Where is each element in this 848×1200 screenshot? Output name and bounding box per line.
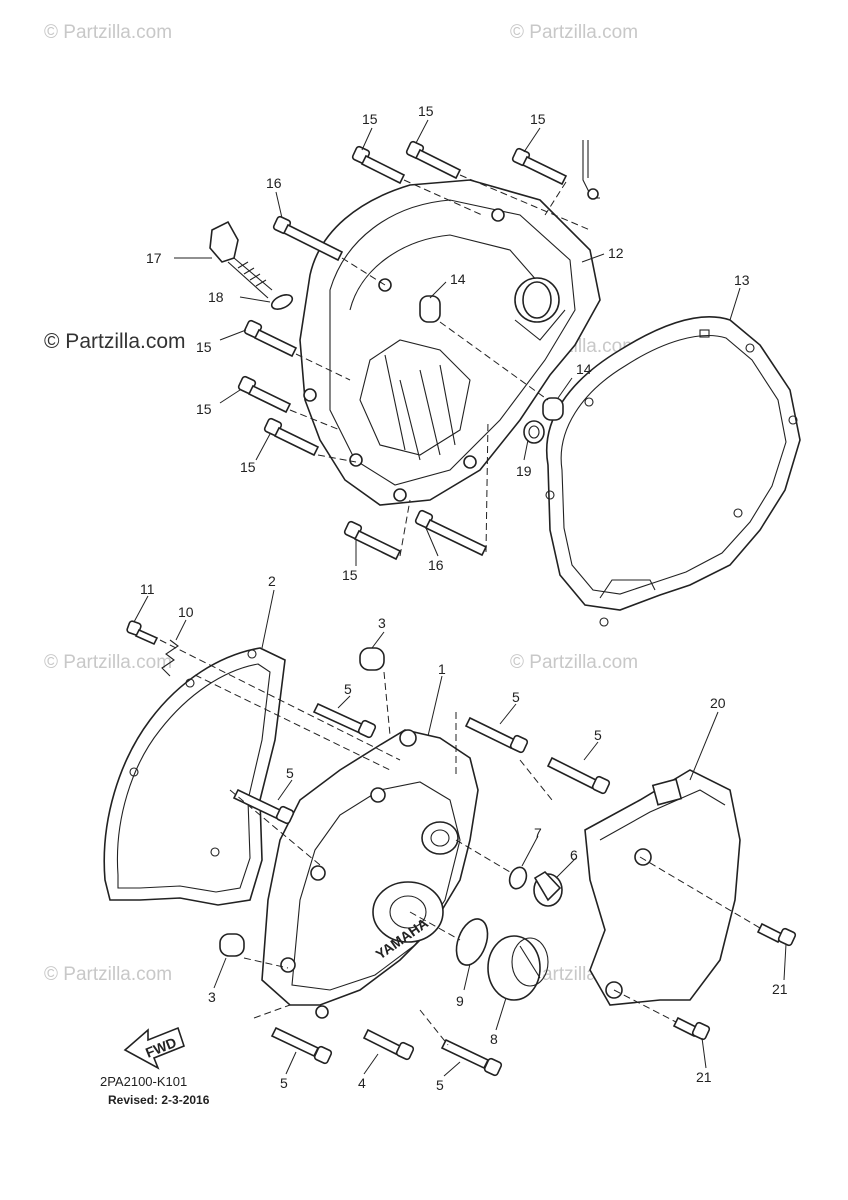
bolt-15-f <box>263 417 320 457</box>
callout-18: 18 <box>208 289 224 305</box>
callout-4: 4 <box>358 1075 366 1091</box>
fwd-arrow-icon: FWD <box>123 1026 185 1070</box>
callout-3: 3 <box>208 989 216 1005</box>
callout-5: 5 <box>286 765 294 781</box>
o-ring-7 <box>508 866 528 890</box>
callout-12: 12 <box>608 245 624 261</box>
revision-date: Revised: 2-3-2016 <box>108 1093 210 1107</box>
bolt-16-b <box>414 509 488 557</box>
callout-9: 9 <box>456 993 464 1009</box>
dowel-3-upper <box>359 647 385 671</box>
bolts-upper <box>237 140 600 561</box>
watermark-top-right: © Partzilla.com <box>510 22 638 43</box>
callout-21: 21 <box>772 981 788 997</box>
callout-15: 15 <box>196 401 212 417</box>
watermark-overlay: © Partzilla.com <box>44 330 186 353</box>
plug-8 <box>487 935 549 1001</box>
callout-15: 15 <box>362 111 378 127</box>
diagram-code: 2PA2100-K101 <box>100 1074 188 1089</box>
callout-11: 11 <box>140 581 155 597</box>
clip-10 <box>161 639 179 677</box>
crankcase-cover-1: YAMAHA <box>261 729 479 1019</box>
watermark-bottom-left: © Partzilla.com <box>44 964 172 985</box>
bolt-5-a <box>312 702 377 739</box>
watermark-lower-left: © Partzilla.com <box>44 652 172 673</box>
callout-14: 14 <box>576 361 592 377</box>
bolt-15-g <box>343 520 402 561</box>
callout-5: 5 <box>436 1077 444 1093</box>
callout-7: 7 <box>534 825 542 841</box>
callout-5: 5 <box>344 681 352 697</box>
gasket-2 <box>103 647 286 906</box>
bolt-15-c <box>511 147 568 186</box>
callout-16: 16 <box>266 175 282 191</box>
callout-3: 3 <box>378 615 386 631</box>
bolt-5-e <box>270 1026 333 1065</box>
lower-dash-lines <box>159 639 761 1046</box>
callout-5: 5 <box>512 689 520 705</box>
callout-15: 15 <box>240 459 256 475</box>
bolt-5-f <box>440 1038 503 1077</box>
callout-2: 2 <box>268 573 276 589</box>
bolt-4 <box>362 1028 415 1061</box>
bolt-5-b <box>464 716 529 754</box>
callout-8: 8 <box>490 1031 498 1047</box>
callout-5: 5 <box>594 727 602 743</box>
callout-21: 21 <box>696 1069 712 1085</box>
callout-13: 13 <box>734 272 750 288</box>
callout-10: 10 <box>178 604 194 620</box>
callout-1: 1 <box>438 661 446 677</box>
gasket-13 <box>545 316 801 627</box>
bolt-15-a <box>351 145 406 185</box>
bolt-21-a <box>756 922 797 947</box>
callout-15: 15 <box>418 103 434 119</box>
callout-17: 17 <box>146 250 162 266</box>
callout-5: 5 <box>280 1075 288 1091</box>
bolt-16-a <box>272 215 344 262</box>
watermark-lower-right: © Partzilla.com <box>510 652 638 673</box>
callout-20: 20 <box>710 695 726 711</box>
plug-6 <box>533 870 563 907</box>
bolts-lower <box>232 702 797 1077</box>
bolt-5-c <box>546 756 611 795</box>
callout-16: 16 <box>428 557 444 573</box>
crankcase-cover-12 <box>299 179 601 506</box>
callout-6: 6 <box>570 847 578 863</box>
dowel-14-and-seal-19 <box>523 397 564 444</box>
oil-filler-cap-17 <box>209 220 273 299</box>
bolt-21-b <box>672 1016 711 1041</box>
callout-15: 15 <box>530 111 546 127</box>
callout-15: 15 <box>342 567 358 583</box>
bolt-15-e <box>237 375 292 414</box>
dowel-3-lower <box>219 933 245 957</box>
cover-20 <box>584 769 741 1006</box>
callout-19: 19 <box>516 463 532 479</box>
bolt-11 <box>126 620 159 646</box>
callout-15: 15 <box>196 339 212 355</box>
upper-dash-lines <box>289 174 591 557</box>
bolt-15-b <box>405 140 462 180</box>
callout-14: 14 <box>450 271 466 287</box>
watermark-top-left: © Partzilla.com <box>44 22 172 43</box>
o-ring-18 <box>239 294 294 310</box>
callout-leaders <box>133 119 787 1077</box>
callouts: 15 15 15 16 17 18 12 13 14 14 19 15 15 1… <box>140 103 788 1093</box>
bolt-15-d <box>243 319 298 358</box>
o-ring-9 <box>455 918 489 966</box>
bolt-5-d <box>232 788 295 825</box>
